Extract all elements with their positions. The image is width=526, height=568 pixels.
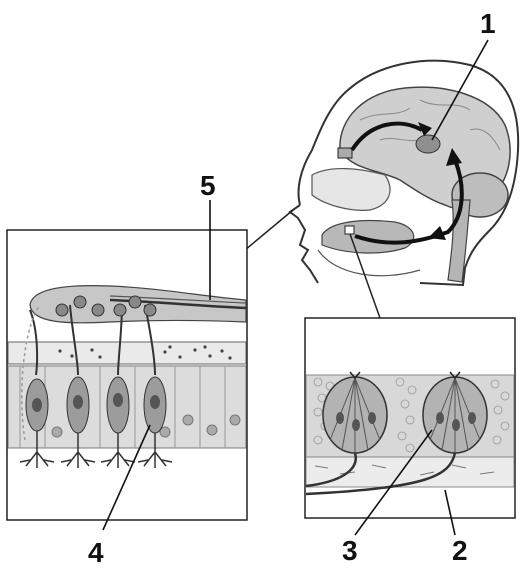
taste-bud-inset-panel [305,318,515,518]
tongue [322,221,414,253]
jaw [318,250,420,276]
callout-line-left [245,210,293,250]
gustatory-cortex-spot [416,135,440,153]
nasal-cavity [312,169,390,211]
label-3: 3 [342,535,358,566]
label-5: 5 [200,170,216,201]
taste-bud-box [345,226,354,234]
head-profile [290,61,518,285]
cribriform-plate [8,342,246,364]
label-4: 4 [88,537,104,568]
olfactory-bulb-box [338,148,352,158]
label-1: 1 [480,8,496,39]
label-2: 2 [452,535,468,566]
